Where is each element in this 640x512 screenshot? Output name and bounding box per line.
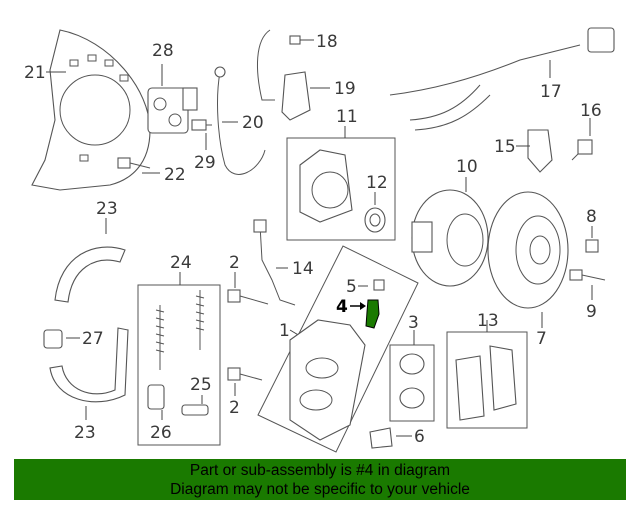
pin-25-part [181, 404, 209, 416]
callout-2b: 2 [229, 398, 240, 418]
callout-10: 10 [456, 157, 478, 177]
callout-13: 13 [477, 311, 499, 331]
adjuster-27-part [43, 329, 63, 349]
cap-5-part [373, 279, 385, 291]
springs-part [155, 290, 205, 370]
hub-10-part [411, 189, 489, 287]
bleeder-valve-4-part [365, 299, 380, 329]
callout-26: 26 [150, 423, 172, 443]
group-box-24 [137, 284, 221, 446]
bolt-16-part [571, 139, 593, 161]
callout-17: 17 [540, 82, 562, 102]
rotor-7-part [487, 191, 569, 309]
clip-6-part [369, 427, 393, 449]
callout-21: 21 [24, 63, 46, 83]
callout-6: 6 [414, 427, 425, 447]
spring-26-part [147, 384, 165, 410]
sensor-wire-part [389, 44, 581, 96]
piston-housing-part [299, 149, 353, 223]
info-banner: Part or sub-assembly is #4 in diagram Di… [14, 459, 626, 500]
callout-1: 1 [279, 321, 290, 341]
brake-shoe-upper-part [54, 246, 126, 303]
callout-8: 8 [586, 207, 597, 227]
callout-12: 12 [366, 173, 388, 193]
callout-15: 15 [494, 137, 516, 157]
callout-24: 24 [170, 253, 192, 273]
callout-25: 25 [190, 375, 212, 395]
seal-3b-part [399, 387, 425, 409]
callout-18: 18 [316, 32, 338, 52]
banner-line-1: Part or sub-assembly is #4 in diagram [189, 462, 451, 479]
bracket-19-part [281, 71, 311, 121]
bolt-2b-part [227, 367, 263, 381]
bolt-29-part [191, 119, 212, 131]
callout-7: 7 [536, 329, 547, 349]
sensor-15-part [527, 129, 553, 173]
pad-13b-part [489, 345, 517, 411]
callout-27: 27 [82, 329, 104, 349]
pad-13a-part [455, 355, 485, 421]
callout-23a: 23 [96, 199, 118, 219]
caliper-part [289, 319, 366, 441]
seal-3a-part [399, 353, 425, 375]
callout-11: 11 [336, 107, 358, 127]
group-box-1 [257, 245, 419, 453]
callout-29: 29 [194, 153, 216, 173]
brake-hose-part [217, 71, 266, 175]
banner-line-2: Diagram may not be specific to your vehi… [170, 481, 470, 498]
callout-9: 9 [586, 302, 597, 322]
callout-28: 28 [152, 41, 174, 61]
callout-16: 16 [580, 101, 602, 121]
bolt-9-part [569, 269, 606, 281]
callout-22: 22 [164, 165, 186, 185]
group-box-3 [389, 344, 435, 422]
wear-sensor-14-part [259, 224, 296, 306]
callout-5: 5 [346, 277, 357, 297]
callout-4: 4 [336, 297, 348, 317]
bolt-2a-part [227, 289, 269, 305]
dust-shield-part [31, 29, 151, 191]
callout-14: 14 [292, 259, 314, 279]
bolt-22-part [117, 157, 151, 169]
callout-2a: 2 [229, 253, 240, 273]
parking-actuator-part [147, 87, 198, 134]
callout-23b: 23 [74, 423, 96, 443]
callout-3: 3 [408, 313, 419, 333]
callout-20: 20 [242, 113, 264, 133]
callout-19: 19 [334, 79, 356, 99]
group-box-11 [286, 137, 396, 241]
brake-line-part [257, 29, 275, 101]
brake-shoe-lower-part [49, 327, 129, 403]
nut-8-part [585, 239, 599, 253]
seal-12-part [364, 207, 386, 233]
